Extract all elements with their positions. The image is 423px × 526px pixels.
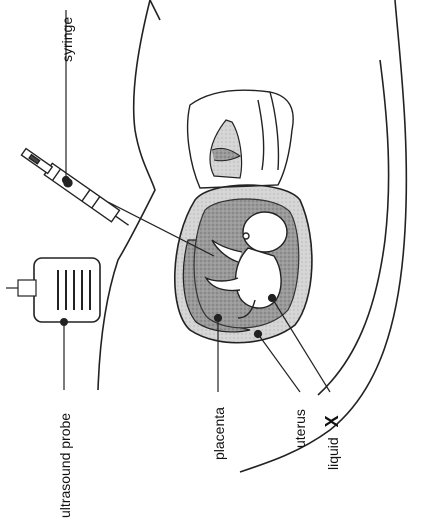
label-liquid-word: liquid xyxy=(325,437,341,470)
label-liquid-x: liquid X xyxy=(322,415,342,470)
label-syringe: syringe xyxy=(59,17,75,62)
label-liquid-letter: X xyxy=(322,415,342,427)
upper-organs xyxy=(188,90,294,188)
leader-uterus xyxy=(258,334,300,392)
label-ultrasound-probe: ultrasound probe xyxy=(57,413,73,518)
ultrasound-probe xyxy=(6,258,100,326)
label-uterus: uterus xyxy=(292,409,308,448)
label-placenta: placenta xyxy=(211,407,227,460)
